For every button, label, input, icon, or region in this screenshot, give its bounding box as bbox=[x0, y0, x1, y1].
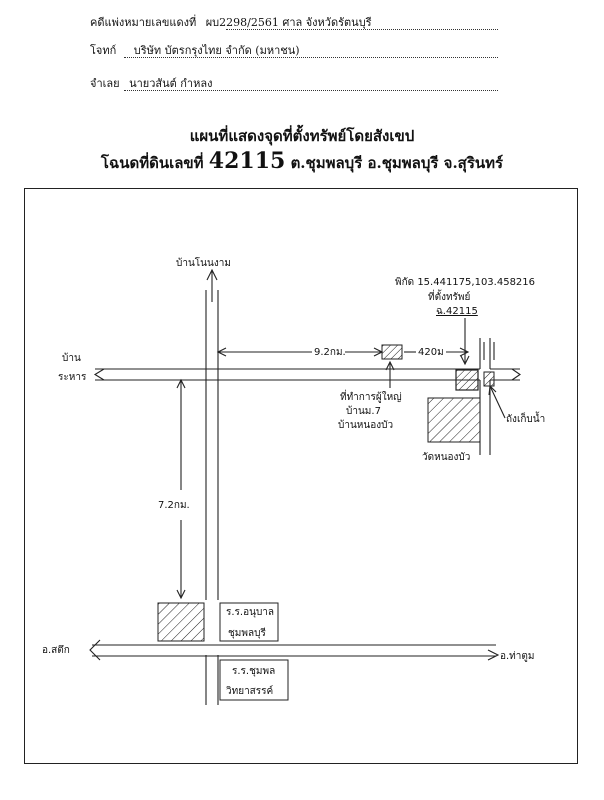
deed-location: ต.ชุมพลบุรี อ.ชุมพลบุรี จ.สุรินทร์ bbox=[290, 154, 504, 172]
label-school-1: ร.ร.ชุมพล bbox=[232, 666, 275, 677]
case-number-underline bbox=[226, 29, 498, 30]
plaintiff-underline bbox=[124, 57, 498, 58]
case-number-value: ผบ2298/2561 ศาล จังหวัดรัตนบุรี bbox=[205, 16, 372, 29]
label-right-dest: อ.ท่าตูม bbox=[500, 651, 534, 662]
property-marker bbox=[455, 369, 479, 391]
water-tank-marker bbox=[483, 371, 495, 387]
temple-block bbox=[427, 397, 481, 443]
label-left-dest: อ.สตึก bbox=[42, 644, 70, 656]
label-temple: วัดหนองบัว bbox=[422, 452, 470, 463]
label-village-office-2: บ้านม.7 bbox=[346, 405, 381, 417]
label-ban-no-ngam: บ้านโนนงาม bbox=[176, 256, 231, 269]
map-title: แผนที่แสดงจุดที่ตั้งทรัพย์โดยสังเขป bbox=[189, 127, 415, 145]
label-coords: พิกัด 15.441175,103.458216 bbox=[395, 277, 535, 288]
label-ban-name: ระหาร bbox=[58, 372, 87, 383]
label-9km: 9.2กม. bbox=[314, 347, 346, 358]
map-frame bbox=[24, 188, 578, 764]
kindergarten-block bbox=[157, 602, 205, 642]
label-kindergarten-2: ชุมพลบุรี bbox=[228, 627, 266, 639]
plaintiff-line: โจทก์ บริษัท บัตรกรุงไทย จำกัด (มหาชน) bbox=[90, 44, 300, 58]
deed-prefix: โฉนดที่ดินเลขที่ bbox=[100, 154, 204, 172]
plaintiff-label: โจทก์ bbox=[90, 44, 117, 57]
school-frame bbox=[219, 659, 289, 701]
label-420m: 420ม bbox=[418, 347, 444, 358]
case-number-label: คดีแพ่งหมายเลขแดงที่ bbox=[90, 16, 197, 29]
map-subtitle: โฉนดที่ดินเลขที่ 42115 ต.ชุมพลบุรี อ.ชุม… bbox=[0, 148, 604, 175]
label-property-1: ที่ตั้งทรัพย์ bbox=[428, 289, 470, 303]
label-water-tank: ถังเก็บน้ำ bbox=[506, 411, 545, 425]
village-office-marker bbox=[381, 344, 403, 360]
case-number-line: คดีแพ่งหมายเลขแดงที่ ผบ2298/2561 ศาล จัง… bbox=[90, 16, 372, 30]
label-property-2: ฉ.42115 bbox=[436, 306, 478, 317]
label-village-office-3: บ้านหนองบัว bbox=[338, 419, 393, 431]
kindergarten-frame bbox=[219, 602, 279, 642]
deed-number: 42115 bbox=[208, 148, 286, 174]
label-ban: บ้าน bbox=[62, 352, 81, 364]
plaintiff-value: บริษัท บัตรกรุงไทย จำกัด (มหาชน) bbox=[133, 44, 300, 57]
defendant-underline bbox=[124, 90, 498, 91]
label-village-office-1: ที่ทำการผู้ใหญ่ bbox=[340, 389, 402, 403]
label-kindergarten-1: ร.ร.อนุบาล bbox=[226, 607, 274, 618]
label-7km: 7.2กม. bbox=[158, 500, 190, 511]
label-school-2: วิทยาสรรค์ bbox=[226, 685, 274, 697]
defendant-label: จำเลย bbox=[90, 77, 120, 90]
defendant-line: จำเลย นายวสันต์ กำหลง bbox=[90, 77, 212, 91]
defendant-value: นายวสันต์ กำหลง bbox=[129, 77, 213, 90]
